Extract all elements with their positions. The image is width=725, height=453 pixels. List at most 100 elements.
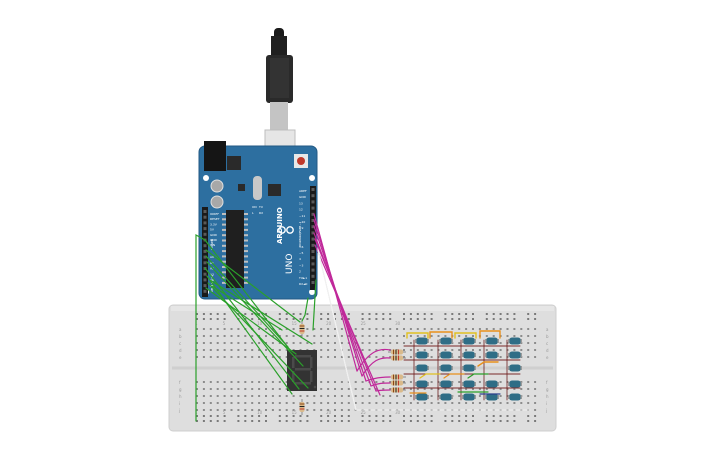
rail-hole[interactable] (513, 415, 516, 417)
hole[interactable] (416, 328, 419, 330)
hole[interactable] (416, 402, 419, 404)
wire-yellow[interactable] (419, 373, 441, 379)
hole[interactable] (478, 342, 481, 344)
hole[interactable] (313, 342, 316, 344)
rail-hole[interactable] (361, 313, 364, 315)
hole[interactable] (244, 356, 247, 358)
wire-green[interactable] (206, 275, 293, 395)
rail-hole[interactable] (347, 313, 350, 315)
hole[interactable] (216, 381, 219, 383)
rail-hole[interactable] (278, 318, 281, 320)
hole[interactable] (458, 356, 461, 358)
hole[interactable] (271, 356, 274, 358)
hole[interactable] (527, 381, 530, 383)
rail-hole[interactable] (306, 318, 309, 320)
rail-hole[interactable] (244, 415, 247, 417)
hole[interactable] (216, 328, 219, 330)
hole[interactable] (251, 402, 254, 404)
hole[interactable] (258, 395, 261, 397)
hole[interactable] (444, 402, 447, 404)
rail-hole[interactable] (485, 420, 488, 422)
hole[interactable] (382, 402, 385, 404)
hole[interactable] (196, 328, 198, 330)
rail-hole[interactable] (444, 415, 447, 417)
hole[interactable] (320, 335, 323, 337)
hole[interactable] (306, 335, 309, 337)
rail-hole[interactable] (444, 313, 447, 315)
hole[interactable] (340, 328, 343, 330)
rail-hole[interactable] (375, 318, 378, 320)
wire-green[interactable] (209, 279, 313, 345)
hole[interactable] (347, 349, 350, 351)
hole[interactable] (520, 388, 523, 390)
rail-hole[interactable] (320, 420, 323, 422)
hole[interactable] (258, 409, 261, 411)
rail-hole[interactable] (416, 318, 419, 320)
hole[interactable] (216, 388, 219, 390)
hole[interactable] (368, 395, 371, 397)
hole[interactable] (458, 395, 461, 397)
rail-hole[interactable] (423, 318, 426, 320)
hole[interactable] (389, 381, 392, 383)
rail-hole[interactable] (499, 313, 502, 315)
hole[interactable] (230, 388, 233, 390)
hole[interactable] (437, 388, 440, 390)
pushbutton[interactable] (439, 380, 453, 388)
hole[interactable] (409, 395, 412, 397)
hole[interactable] (513, 335, 516, 337)
hole[interactable] (472, 388, 474, 390)
digital-pin[interactable] (311, 219, 315, 222)
hole[interactable] (506, 402, 509, 404)
hole[interactable] (271, 349, 274, 351)
digital-pin[interactable] (311, 250, 315, 253)
hole[interactable] (237, 402, 240, 404)
wire-orange[interactable] (479, 330, 501, 339)
rail-hole[interactable] (430, 318, 433, 320)
rail-hole[interactable] (506, 415, 509, 417)
hole[interactable] (513, 328, 516, 330)
hole[interactable] (492, 388, 495, 390)
hole[interactable] (237, 409, 240, 411)
hole[interactable] (430, 395, 433, 397)
hole[interactable] (465, 328, 468, 330)
wire-green[interactable] (205, 287, 297, 355)
hole[interactable] (506, 388, 509, 390)
hole[interactable] (347, 388, 350, 390)
hole[interactable] (202, 328, 205, 330)
rail-hole[interactable] (375, 420, 378, 422)
rail-hole[interactable] (485, 313, 488, 315)
digital-pin[interactable] (311, 243, 315, 247)
hole[interactable] (534, 409, 537, 411)
rail-hole[interactable] (499, 420, 502, 422)
hole[interactable] (368, 402, 371, 404)
rail-hole[interactable] (223, 420, 226, 422)
hole[interactable] (313, 335, 316, 337)
hole[interactable] (209, 381, 212, 383)
hole[interactable] (340, 409, 343, 411)
digital-pin[interactable] (311, 281, 315, 284)
hole[interactable] (271, 335, 274, 337)
hole[interactable] (292, 335, 295, 337)
rail-hole[interactable] (472, 415, 474, 417)
rail-hole[interactable] (375, 313, 378, 315)
rail-hole[interactable] (347, 318, 350, 320)
hole[interactable] (409, 402, 412, 404)
hole[interactable] (278, 356, 281, 358)
hole[interactable] (320, 402, 323, 404)
hole[interactable] (299, 335, 302, 337)
hole[interactable] (472, 328, 474, 330)
rail-hole[interactable] (202, 313, 205, 315)
hole[interactable] (320, 409, 323, 411)
hole[interactable] (230, 395, 233, 397)
rail-hole[interactable] (299, 318, 302, 320)
hole[interactable] (285, 328, 288, 330)
pushbutton[interactable] (508, 364, 522, 372)
hole[interactable] (430, 402, 433, 404)
pushbutton[interactable] (462, 351, 476, 359)
rail-hole[interactable] (506, 318, 509, 320)
wire-orange[interactable] (477, 361, 499, 367)
hole[interactable] (340, 395, 343, 397)
rail-hole[interactable] (251, 415, 254, 417)
hole[interactable] (251, 349, 254, 351)
